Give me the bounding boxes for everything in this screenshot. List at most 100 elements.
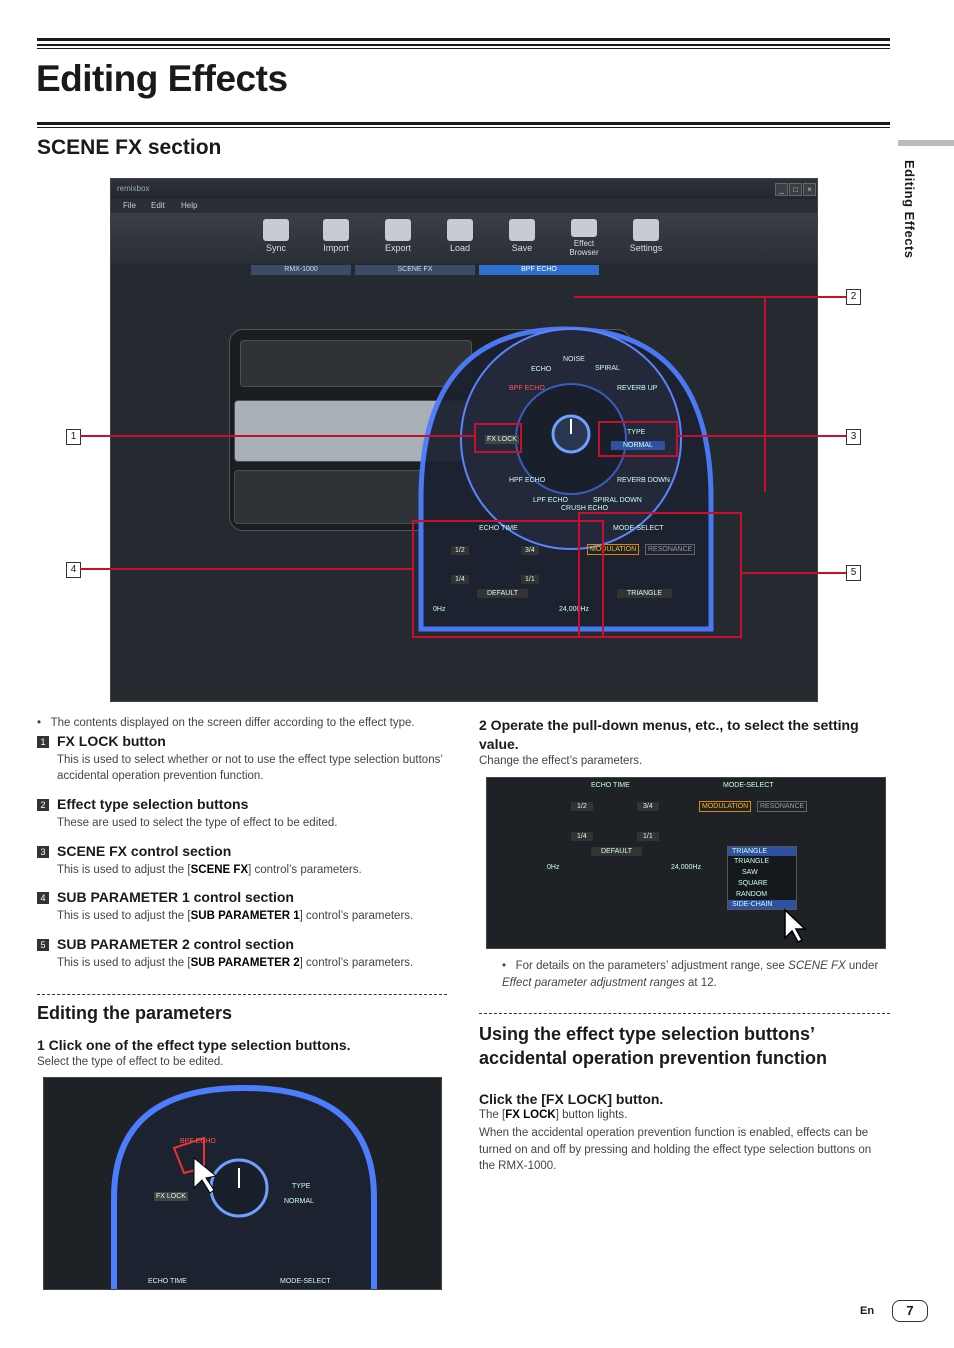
fx-button-spiral[interactable]: SPIRAL [595, 365, 620, 372]
maximize-button[interactable]: □ [789, 183, 802, 196]
divider [479, 1013, 890, 1014]
item-number: 3 [37, 846, 49, 858]
item-heading: SUB PARAMETER 1 control section [57, 889, 294, 905]
step2-heading: 2 Operate the pull-down menus, etc., to … [479, 717, 859, 752]
fx-button-spiral-down[interactable]: SPIRAL DOWN [593, 497, 642, 504]
menu-edit[interactable]: Edit [151, 201, 165, 210]
load-button[interactable]: Load [435, 219, 485, 253]
callout-2: 2 [846, 289, 861, 305]
resonance-button[interactable]: RESONANCE [645, 544, 696, 555]
echo-time-select-1[interactable]: 1/2 [451, 546, 469, 555]
fx-button-hpf-echo[interactable]: HPF ECHO [509, 477, 546, 484]
header-rule [37, 38, 890, 41]
lock-heading: Using the effect type selection buttons’… [479, 1024, 828, 1068]
mode-select-label: MODE-SELECT [723, 782, 774, 789]
step2-screenshot: ECHO TIME MODE-SELECT 1/2 3/4 1/4 1/1 DE… [486, 777, 886, 949]
callout-1: 1 [66, 429, 81, 445]
dropdown-option-random[interactable]: RANDOM [736, 891, 768, 898]
export-icon [385, 219, 411, 241]
item-heading: SCENE FX control section [57, 843, 232, 859]
menu-file[interactable]: File [123, 201, 136, 210]
callout-box-2 [574, 296, 766, 492]
echo-type-select[interactable]: DEFAULT [591, 847, 642, 856]
footer-language: En [860, 1305, 875, 1317]
level-meter-panel [240, 340, 472, 387]
type-dropdown[interactable]: TRIANGLE TRIANGLE SAW SQUARE RANDOM SIDE… [727, 846, 797, 910]
echo-time-select-4[interactable]: 1/1 [521, 575, 539, 584]
minimize-button[interactable]: _ [775, 183, 788, 196]
load-icon [447, 219, 473, 241]
effect-browser-button[interactable]: Effect Browser [559, 219, 609, 257]
callout-line-3 [676, 435, 846, 437]
fx-button-echo[interactable]: ECHO [531, 366, 552, 373]
crumb-scene-fx[interactable]: SCENE FX [355, 265, 475, 275]
item-text: This is used to select whether or not to… [57, 754, 443, 782]
callout-5: 5 [846, 565, 861, 581]
echo-time-select-1[interactable]: 1/2 [571, 802, 593, 811]
type-label: TYPE [292, 1183, 311, 1190]
item-text: This is used to adjust the [SUB PARAMETE… [57, 910, 414, 922]
freq-min-label: 0Hz [547, 864, 560, 871]
header-rule [37, 48, 890, 49]
item-number: 4 [37, 892, 49, 904]
fx-button-reverb-down[interactable]: REVERB DOWN [617, 477, 670, 484]
echo-type-select[interactable]: DEFAULT [477, 589, 528, 598]
window-titlebar: remixbox _ □ × [111, 179, 817, 199]
callout-box-3 [598, 421, 678, 457]
menu-bar: File Edit Help [111, 199, 817, 213]
gear-icon [633, 219, 659, 241]
crumb-bpf-echo[interactable]: BPF ECHO [479, 265, 599, 275]
page-number: 7 [892, 1300, 928, 1322]
dropdown-option-side-chain[interactable]: SIDE-CHAIN [728, 900, 796, 909]
freq-max-label: 24,000Hz [671, 864, 701, 871]
callout-3: 3 [846, 429, 861, 445]
editing-heading: Editing the parameters [37, 1003, 233, 1023]
type-select[interactable]: NORMAL [611, 441, 665, 450]
item-number: 2 [37, 799, 49, 811]
import-button[interactable]: Import [311, 219, 361, 253]
fx-button-crush-echo[interactable]: CRUSH ECHO [561, 505, 609, 512]
export-button[interactable]: Export [373, 219, 423, 253]
item-number: 1 [37, 736, 49, 748]
page-title: Editing Effects [36, 58, 288, 99]
fx-button-noise[interactable]: NOISE [563, 356, 585, 363]
item-text: These are used to select the type of eff… [57, 817, 338, 829]
mode-type-select[interactable]: TRIANGLE [617, 589, 673, 598]
fx-button-bpf-echo[interactable]: BPF ECHO [180, 1138, 216, 1145]
click-text-1: The [FX LOCK] button lights. [479, 1109, 628, 1121]
callout-box-1 [474, 423, 522, 453]
dropdown-option-saw[interactable]: SAW [742, 869, 758, 876]
fx-button-lpf-echo[interactable]: LPF ECHO [533, 497, 569, 504]
sync-icon [263, 219, 289, 241]
sync-button[interactable]: Sync [251, 219, 301, 253]
toolbar: Sync Import Export Load Save Effect Brow… [111, 213, 817, 263]
close-button[interactable]: × [803, 183, 816, 196]
folder-icon [509, 219, 535, 241]
dropdown-option-square[interactable]: SQUARE [738, 880, 768, 887]
save-button[interactable]: Save [497, 219, 547, 253]
app-screenshot: remixbox _ □ × File Edit Help Sync Impor… [110, 178, 818, 702]
echo-time-select-2[interactable]: 3/4 [637, 802, 659, 811]
resonance-button[interactable]: RESONANCE [757, 801, 808, 812]
echo-time-select-3[interactable]: 1/4 [571, 832, 593, 841]
crumb-rmx1000[interactable]: RMX-1000 [251, 265, 351, 275]
menu-help[interactable]: Help [181, 201, 198, 210]
fx-button-reverb-up[interactable]: REVERB UP [617, 385, 658, 392]
echo-time-select-2[interactable]: 3/4 [521, 546, 539, 555]
type-value[interactable]: NORMAL [284, 1198, 314, 1205]
dropdown-option-triangle[interactable]: TRIANGLE [728, 847, 796, 856]
mode-select-label: MODE-SELECT [613, 525, 664, 532]
echo-time-select-3[interactable]: 1/4 [451, 575, 469, 584]
fx-button-bpf-echo[interactable]: BPF ECHO [509, 385, 545, 392]
callout-line-2 [764, 296, 846, 298]
modulation-button[interactable]: MODULATION [699, 801, 752, 812]
dropdown-option-triangle[interactable]: TRIANGLE [734, 858, 770, 865]
click-text-2: When the accidental operation prevention… [479, 1127, 872, 1172]
modulation-button[interactable]: MODULATION [587, 544, 640, 555]
item-text: This is used to adjust the [SCENE FX] co… [57, 864, 362, 876]
echo-time-select-4[interactable]: 1/1 [637, 832, 659, 841]
settings-button[interactable]: Settings [621, 219, 671, 253]
fx-lock-button[interactable]: FX LOCK [154, 1192, 188, 1201]
fx-lock-button[interactable]: FX LOCK [485, 435, 519, 444]
callout-line-4 [80, 568, 412, 570]
